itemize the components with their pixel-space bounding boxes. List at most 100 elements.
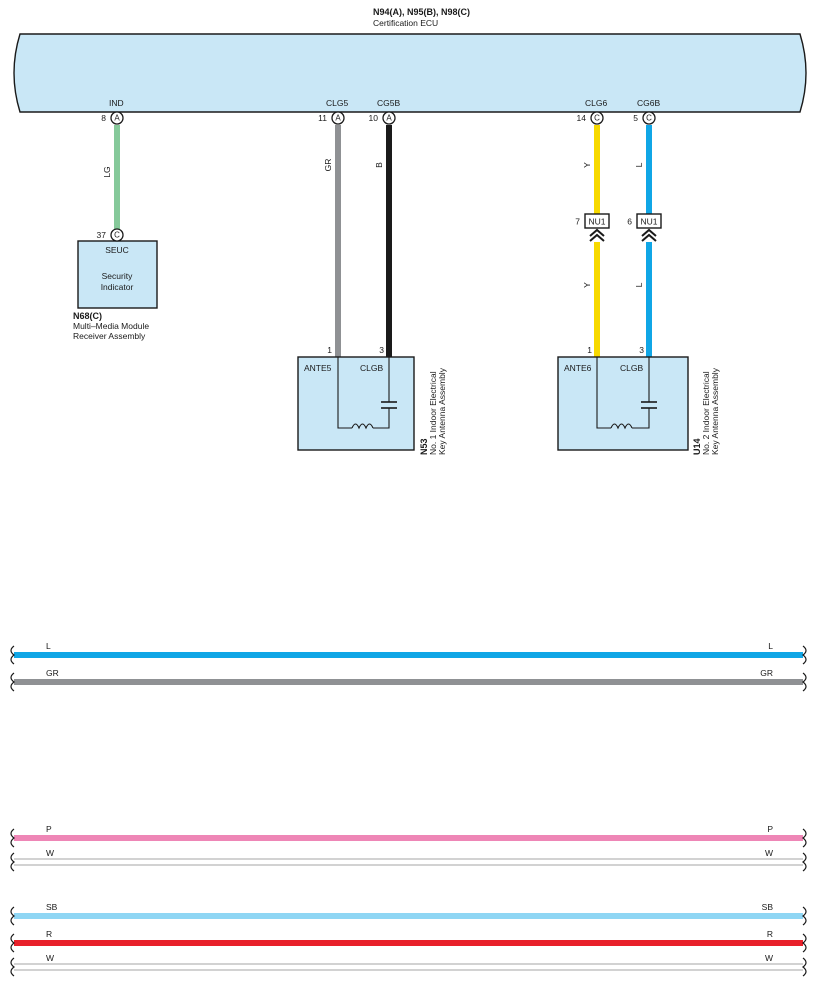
ecu-pin-number: 5 (633, 113, 638, 123)
legend-wire-code-right: W (765, 953, 773, 963)
antenna1-terminal-left: ANTE5 (304, 363, 332, 373)
antenna2-terminal-left: ANTE6 (564, 363, 592, 373)
ecu-subtitle: Certification ECU (373, 18, 438, 28)
security-indicator-id: N68(C) (73, 311, 102, 321)
ecu-pin-cg6b: C 5 (633, 111, 656, 125)
wire-break-icon (802, 957, 807, 977)
security-indicator-label-2: Indicator (101, 282, 134, 292)
security-indicator-desc-2: Receiver Assembly (73, 331, 146, 341)
antenna2-desc-2: Key Antenna Assembly (710, 367, 720, 455)
security-indicator-terminal: SEUC (105, 245, 129, 255)
wire-code-b: B (374, 162, 384, 168)
legend-wire-gr: GR GR (10, 668, 807, 692)
inline-connector-pin: 7 (575, 217, 580, 227)
legend-wire-code-right: GR (760, 668, 773, 678)
wire-break-icon (10, 957, 15, 977)
antenna1-pin-left: 1 (327, 345, 332, 355)
ecu-pin-number: 14 (577, 113, 587, 123)
inline-connector-pin: 6 (627, 217, 632, 227)
connector-chevron-icon (589, 228, 605, 237)
antenna2-pin-left: 1 (587, 345, 592, 355)
legend-wire-code-right: SB (762, 902, 774, 912)
antenna2-terminal-right: CLGB (620, 363, 643, 373)
legend-wire-code-left: P (46, 824, 52, 834)
ecu-pin-number: 10 (369, 113, 379, 123)
ecu-pin-clg5: A 11 (318, 111, 345, 125)
legend-wire-code-left: SB (46, 902, 58, 912)
inline-connector-label: NU1 (588, 217, 605, 227)
legend-wire-code-right: P (767, 824, 773, 834)
legend-wire-code-right: R (767, 929, 773, 939)
ecu-pin-connector: A (386, 114, 392, 123)
wire-break-icon (10, 828, 15, 848)
ecu-pin-number: 11 (318, 113, 327, 123)
wire-code-y-upper: Y (582, 162, 592, 168)
certification-ecu-box (13, 33, 807, 113)
legend-wire-code-left: W (46, 953, 54, 963)
antenna-assembly-u14: 1 3 ANTE6 CLGB U14 No. 2 Indoor Electric… (557, 345, 720, 455)
legend-wire-code-right: W (765, 848, 773, 858)
ecu-pin-cg5b: A 10 (369, 111, 396, 125)
security-indicator-component: C 37 SEUC Security Indicator N68(C) Mult… (73, 228, 158, 341)
legend-wire-code-left: L (46, 641, 51, 651)
ecu-pin-connector: C (594, 114, 600, 123)
ecu-pin-clg6: C 14 (577, 111, 604, 125)
ecu-pin-ind: A 8 (101, 111, 124, 125)
connector-chevron-icon (589, 233, 605, 242)
wire-break-icon (10, 933, 15, 953)
wire-code-l-lower: L (634, 282, 644, 287)
antenna2-id: U14 (692, 438, 702, 455)
security-indicator-desc-1: Multi–Media Module (73, 321, 149, 331)
legend-wire-code-left: GR (46, 668, 59, 678)
ecu-terminal-cg6b: CG6B (637, 98, 660, 108)
ecu-title: N94(A), N95(B), N98(C) (373, 7, 470, 17)
ecu-pin-connector: A (114, 114, 120, 123)
legend-wire-code-right: L (768, 641, 773, 651)
ecu-pin-number: 8 (101, 113, 106, 123)
antenna-coil-capacitor-icon (337, 357, 397, 430)
antenna1-desc-2: Key Antenna Assembly (437, 367, 447, 455)
wire-code-lg: LG (102, 166, 112, 177)
connector-chevron-icon (641, 233, 657, 242)
wire-break-icon (10, 906, 15, 926)
ecu-terminal-cg5b: CG5B (377, 98, 400, 108)
inline-connector-nu1-y: NU1 7 (575, 213, 610, 242)
antenna1-terminal-right: CLGB (360, 363, 383, 373)
wire-break-icon (802, 906, 807, 926)
antenna2-desc-1: No. 2 Indoor Electrical (701, 371, 711, 455)
wire-break-icon (802, 672, 807, 692)
inline-connector-nu1-l: NU1 6 (627, 213, 662, 242)
antenna1-pin-right: 3 (379, 345, 384, 355)
wire-break-icon (802, 645, 807, 665)
inline-connector-label: NU1 (640, 217, 657, 227)
wire-break-icon (802, 933, 807, 953)
ecu-pin-connector: A (335, 114, 341, 123)
wire-break-icon (10, 852, 15, 872)
ecu-terminal-clg6: CLG6 (585, 98, 607, 108)
connector-chevron-icon (641, 228, 657, 237)
wire-break-icon (10, 672, 15, 692)
wire-break-icon (802, 852, 807, 872)
wire-break-icon (802, 828, 807, 848)
wire-code-y-lower: Y (582, 282, 592, 288)
security-indicator-connector: C (114, 231, 120, 240)
legend-wire-code-left: R (46, 929, 52, 939)
wire-code-l-upper: L (634, 162, 644, 167)
ecu-terminal-clg5: CLG5 (326, 98, 348, 108)
antenna1-id: N53 (419, 438, 429, 455)
antenna2-pin-right: 3 (639, 345, 644, 355)
ecu-pin-connector: C (646, 114, 652, 123)
wire-code-gr: GR (323, 159, 333, 172)
antenna-coil-capacitor-icon (596, 357, 657, 430)
ecu-terminal-ind: IND (109, 98, 124, 108)
security-indicator-label-1: Security (102, 271, 133, 281)
security-indicator-pin: 37 (97, 230, 107, 240)
antenna-assembly-n53: 1 3 ANTE5 CLGB N53 No. 1 Indoor Electric… (297, 345, 447, 455)
